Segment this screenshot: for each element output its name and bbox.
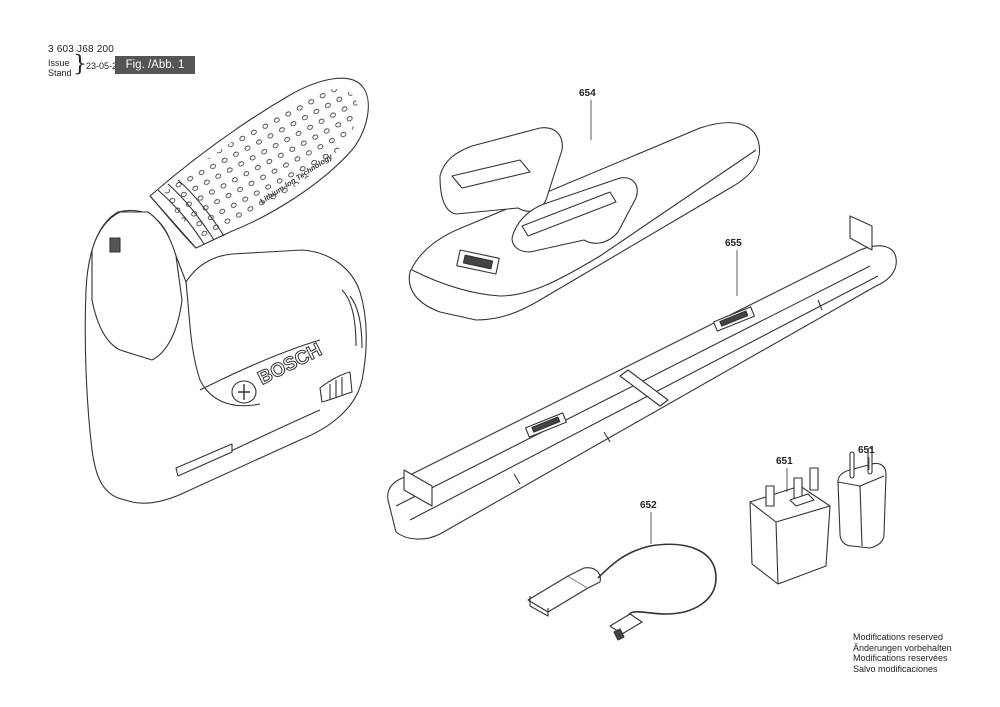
- figure-label: Fig. /Abb. 1: [115, 56, 195, 74]
- issue-date: 23-05-20: [86, 61, 123, 71]
- modifications-es: Salvo modificaciones: [853, 663, 938, 674]
- stand-label: Stand: [48, 68, 72, 78]
- callout-654: 654: [579, 88, 596, 99]
- issue-stand-labels: Issue Stand: [48, 58, 72, 78]
- plug-eu: [837, 447, 887, 549]
- issue-label: Issue: [48, 58, 70, 68]
- modifications-fr: Modifications reservées: [853, 653, 948, 663]
- callout-655: 655: [725, 238, 742, 249]
- modifications-en: Modifications reserved: [853, 632, 944, 642]
- usb-cable: [527, 543, 717, 641]
- plug-uk: [749, 467, 831, 585]
- modifications-notice: Modifications reserved Änderungen vorbeh…: [853, 632, 952, 674]
- charger-cover: [408, 122, 760, 321]
- callout-651-uk: 651: [776, 456, 793, 467]
- modifications-de: Änderungen vorbehalten: [853, 642, 952, 653]
- callout-652: 652: [640, 500, 657, 511]
- charging-stand: [387, 215, 897, 540]
- callout-651-eu: 651: [858, 445, 875, 456]
- brace-glyph: }: [73, 52, 87, 77]
- stapler-tool: [84, 77, 369, 504]
- part-number: 3 603 J68 200: [48, 44, 114, 55]
